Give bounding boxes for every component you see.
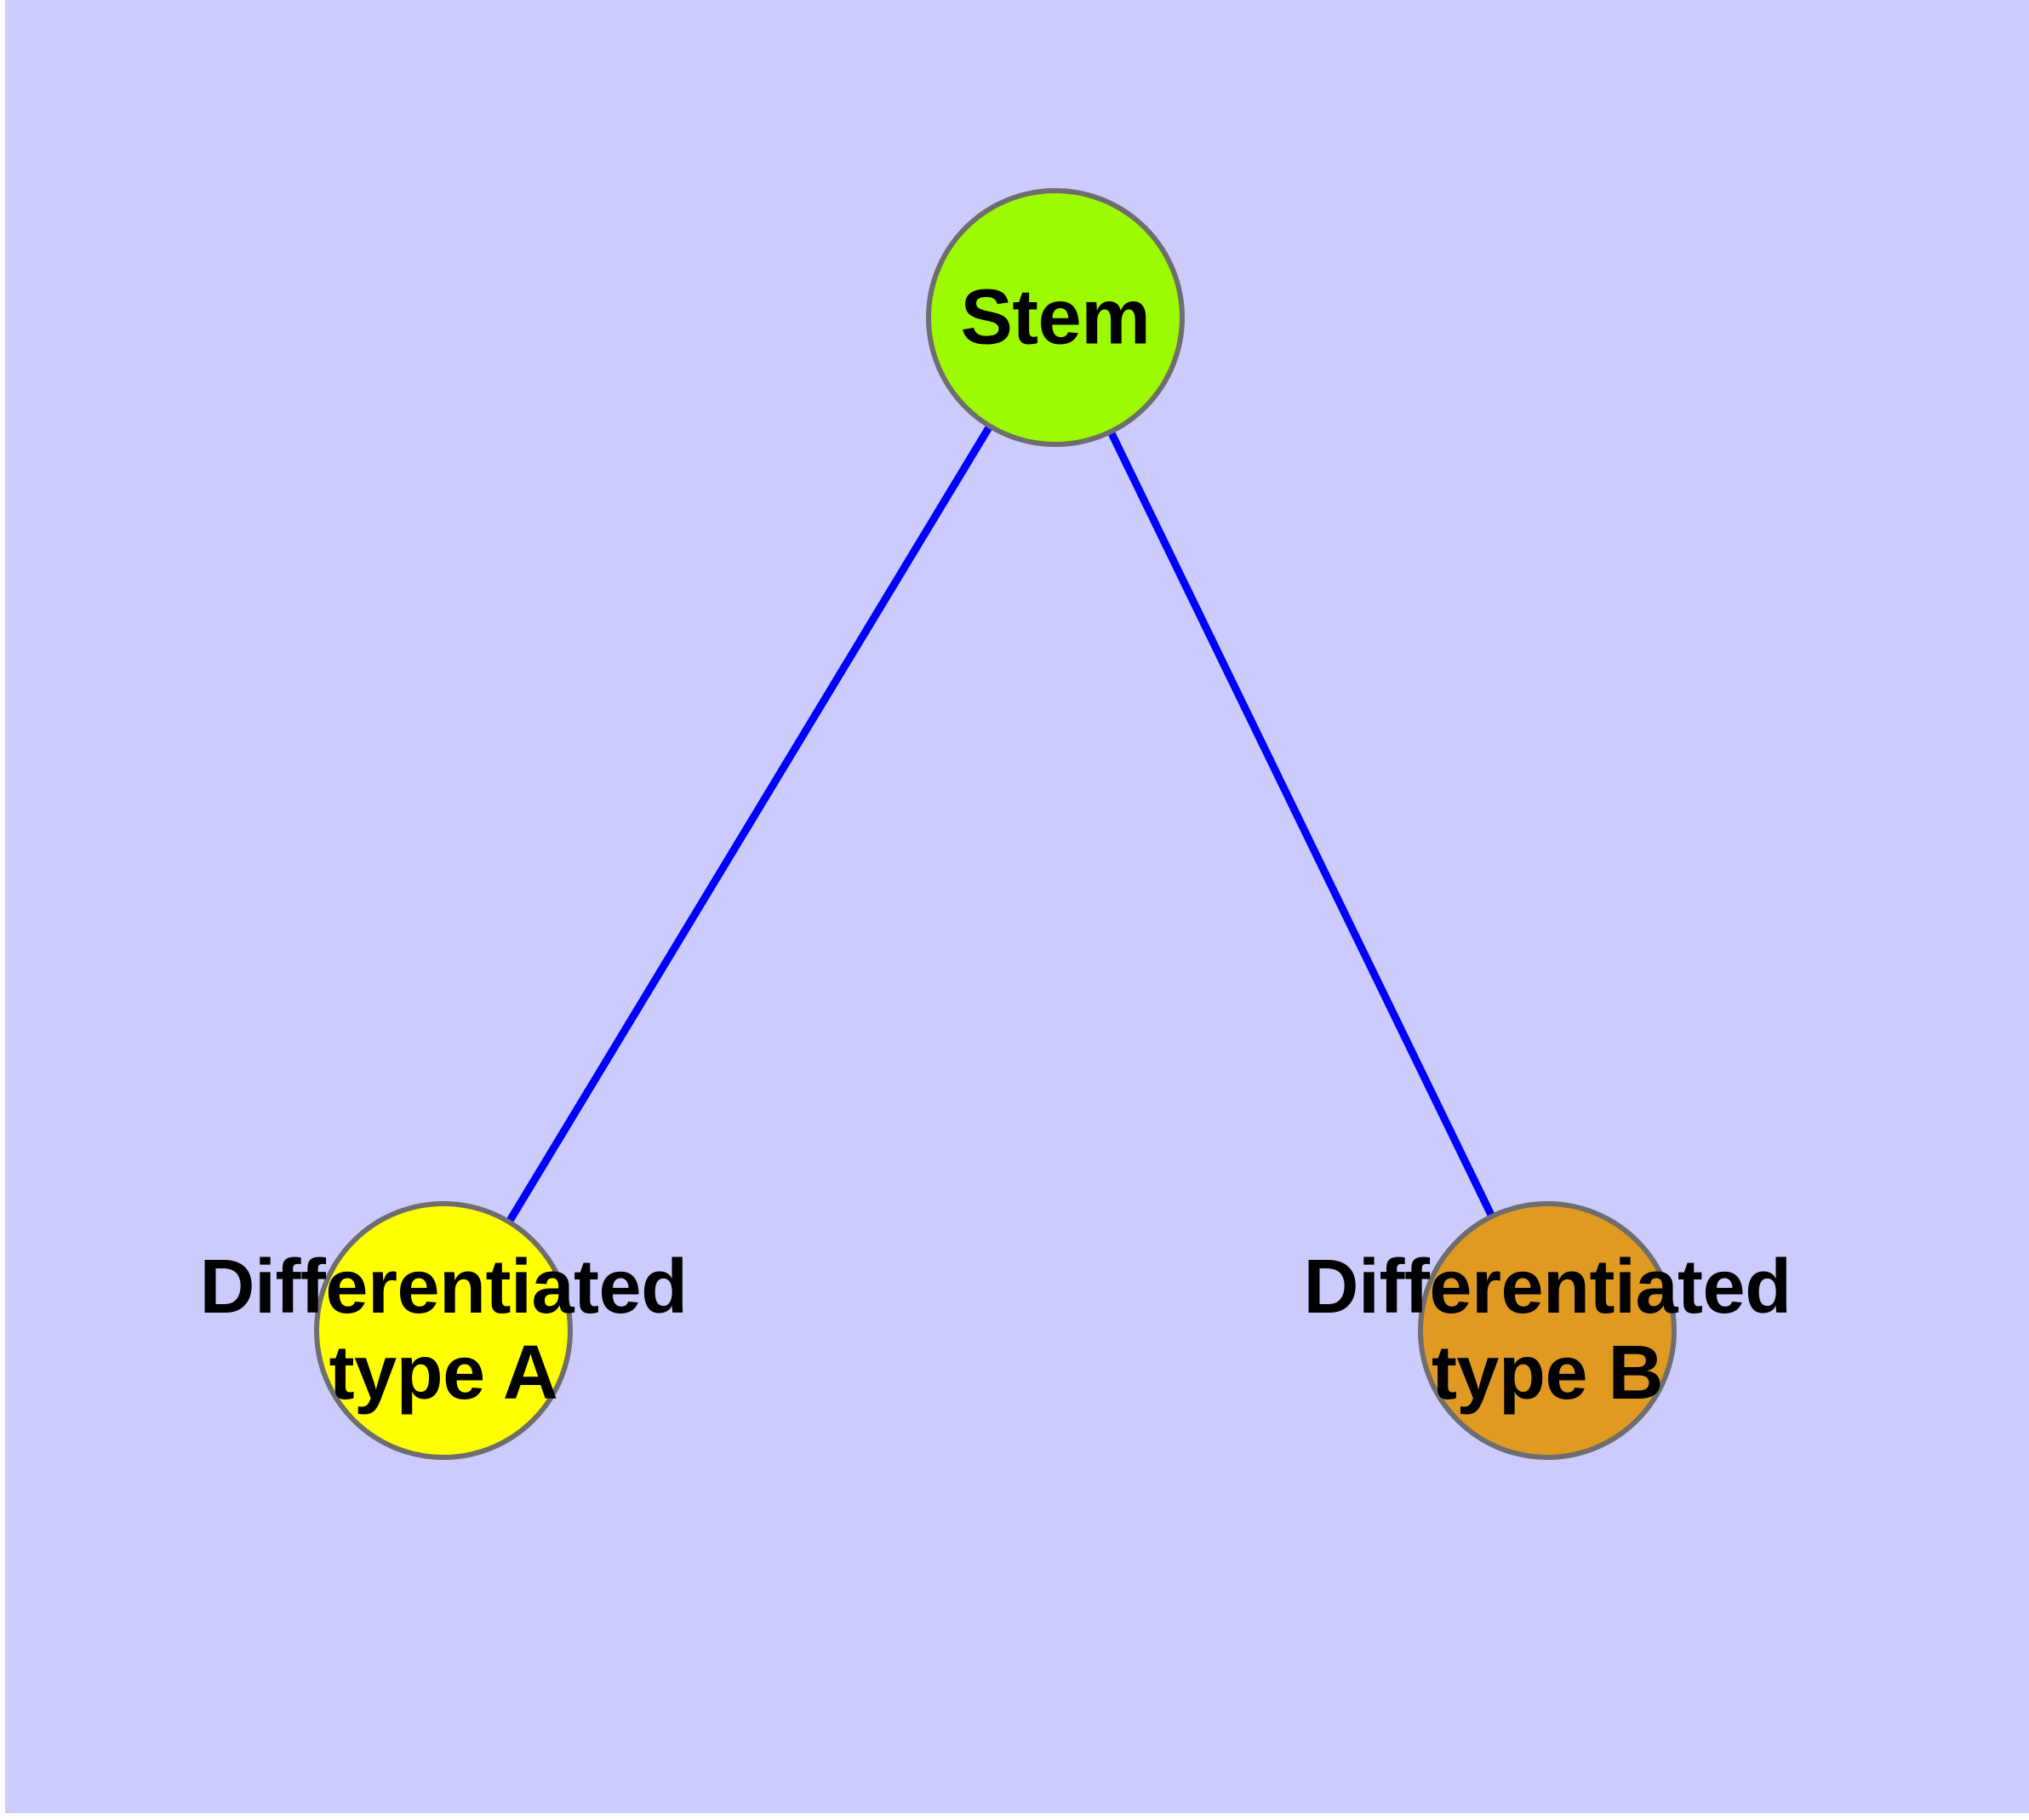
graph-edge[interactable] — [505, 423, 994, 1225]
graph-node-stem[interactable] — [926, 188, 1185, 447]
graph-edge[interactable] — [1106, 429, 1496, 1219]
edge-layer — [505, 423, 1496, 1225]
node-layer — [314, 188, 1677, 1460]
graph-node-diff_b[interactable] — [1418, 1201, 1677, 1460]
graph-node-diff_a[interactable] — [314, 1201, 573, 1460]
